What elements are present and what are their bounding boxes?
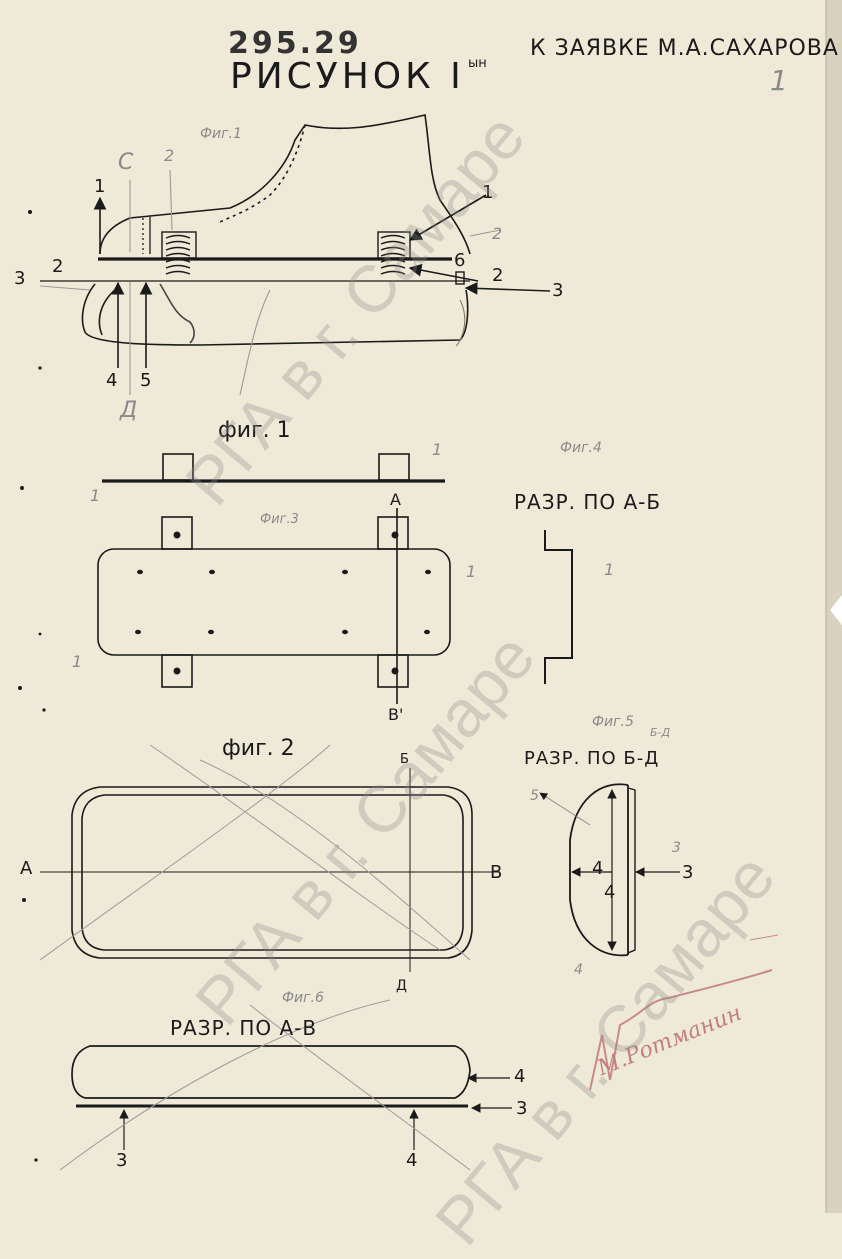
drawing-title-sup: ын	[468, 56, 487, 71]
fig1-label-2-right: 2	[492, 265, 504, 286]
fig5-pencil-note: Фиг.5	[592, 714, 634, 730]
pencil-crossouts	[39, 744, 779, 1171]
fig4-label-1: 1	[604, 560, 615, 579]
fig5-label-4b: 4	[604, 882, 616, 903]
fig5-label-5: 5	[530, 788, 539, 804]
fig1-pencil-note: Фиг.1	[200, 126, 242, 142]
fig3-holes	[135, 531, 431, 675]
fig1-pencil-d: Д	[120, 398, 138, 423]
fig1-label-2-top: 2	[164, 146, 175, 165]
tray-section-mark-b: Б	[400, 752, 409, 767]
fig4-pencil-note: Фиг.4	[560, 440, 602, 456]
fig1-label-6: 6	[454, 250, 466, 271]
fig5-title: РАЗР. ПО Б-Д	[524, 748, 660, 769]
registration-number: 295.29	[228, 26, 362, 61]
fig1-label-1-left: 1	[94, 176, 106, 197]
fig5-label-3-pencil: 3	[672, 840, 681, 856]
fig6-pencil-note: Фиг.6	[282, 990, 324, 1006]
fig1-boot-drawing	[40, 114, 551, 368]
tray-section-mark-d: Д	[396, 978, 407, 994]
fig3-label-1-plate: 1	[466, 562, 477, 581]
fig5-label-4a: 4	[592, 858, 604, 879]
fig1-label-2-pencil: 2	[492, 224, 503, 243]
fig5-label-4c: 4	[574, 962, 583, 978]
fig2-label-1-top: 1	[432, 440, 443, 459]
fig6-label-3-right: 3	[516, 1098, 528, 1119]
fig3-pencil-note: Фиг.3	[260, 512, 299, 527]
fig1-label-2-left: 2	[52, 256, 64, 277]
fig1-pencil-marks	[39, 169, 501, 396]
fig4-section-view	[544, 530, 573, 684]
fig5-tray-plan-view	[40, 768, 500, 972]
fig3-section-mark-top: А	[390, 490, 401, 509]
fig4-title: РАЗР. ПО А-Б	[514, 490, 662, 514]
fig5-section-view	[539, 783, 680, 957]
sheet-notch	[830, 595, 842, 625]
fig1-caption: фиг. 1	[218, 418, 291, 443]
fig5-label-3: 3	[682, 862, 694, 883]
fig2-plate-side-view	[102, 453, 445, 483]
applicant-line: К ЗАЯВКЕ М.А.САХАРОВА	[530, 36, 839, 61]
fig2-caption: фиг. 2	[222, 736, 295, 761]
fig1-label-3-left: 3	[14, 268, 26, 289]
fig6-label-3-bottom: 3	[116, 1150, 128, 1171]
fig3-label-1-mid: 1	[72, 652, 83, 671]
fig6-section-view	[71, 1045, 512, 1150]
margin-marks	[18, 210, 46, 1162]
tray-section-mark-v: В	[490, 862, 503, 883]
fig1-label-1-right: 1	[482, 182, 494, 203]
fig2-label-1-left: 1	[90, 486, 101, 505]
fig1-label-5: 5	[140, 370, 152, 391]
fig3-section-mark-bottom: В'	[388, 705, 404, 724]
fig1-label-3-right: 3	[552, 280, 564, 301]
tray-section-mark-a: А	[20, 858, 33, 879]
fig6-label-4-bottom: 4	[406, 1150, 418, 1171]
fig1-label-4: 4	[106, 370, 118, 391]
fig5-pencil-note-sub: Б-Д	[650, 726, 671, 739]
patent-drawing-sheet	[18, 0, 842, 1213]
fig1-pencil-c: С	[118, 150, 134, 175]
signature-scribble	[589, 969, 773, 1091]
fig6-title: РАЗР. ПО А-В	[170, 1016, 318, 1040]
page-number: 1	[770, 64, 788, 97]
fig6-label-4-right: 4	[514, 1066, 526, 1087]
drawing-title: РИСУНОК I	[230, 56, 465, 97]
